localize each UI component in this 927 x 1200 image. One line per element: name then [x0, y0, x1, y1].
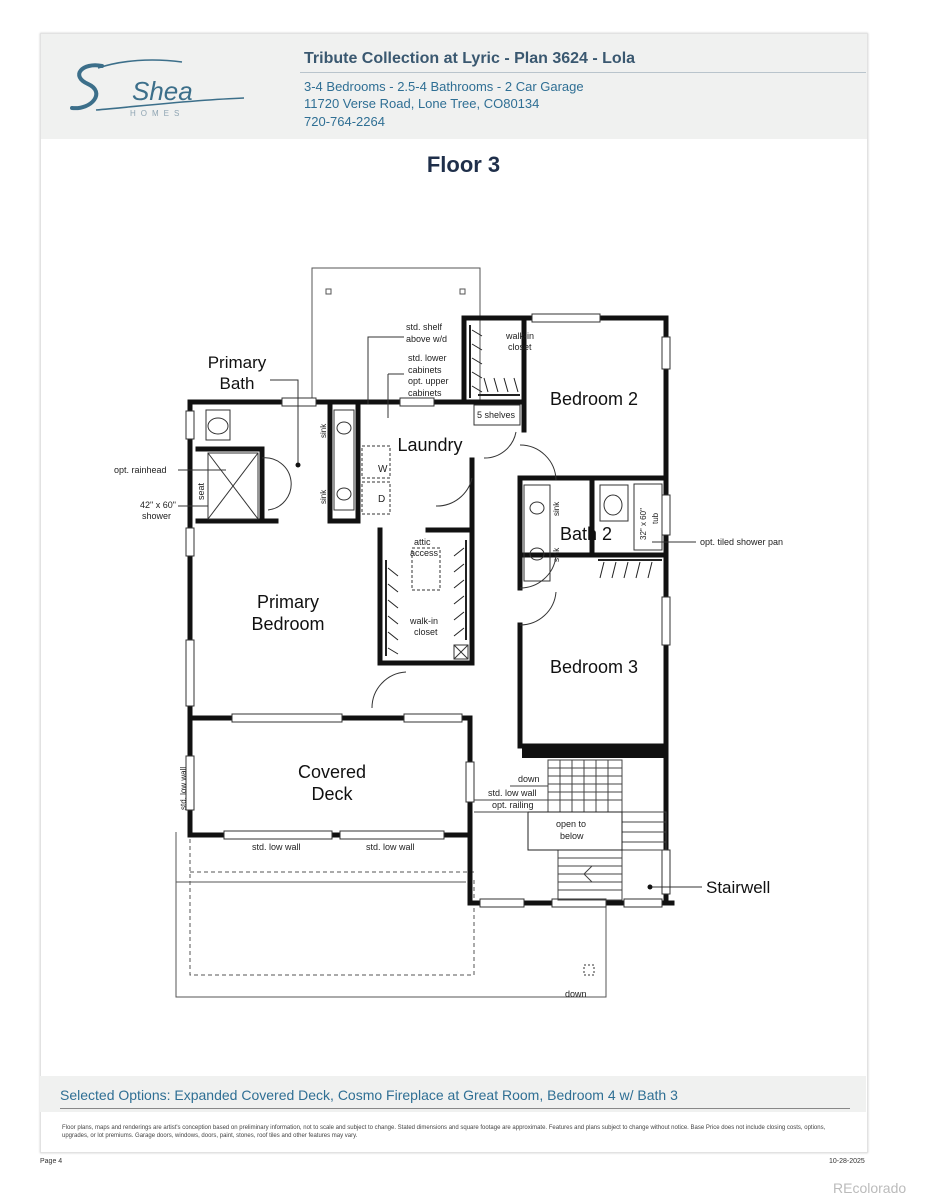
- stair-dot: [647, 884, 653, 890]
- attic-access-note-2: access: [410, 548, 439, 558]
- plan-title: Tribute Collection at Lyric - Plan 3624 …: [304, 50, 636, 67]
- covered-deck-label: Covered: [298, 762, 366, 782]
- walkin-closet-note: walk-in: [505, 331, 534, 341]
- opt-upper-note-2: cabinets: [408, 388, 442, 398]
- page-number: Page 4: [40, 1158, 63, 1165]
- sink-note-1: sink: [319, 423, 328, 438]
- laundry-label: Laundry: [397, 435, 462, 455]
- opt-railing-note: opt. railing: [492, 800, 534, 810]
- primary-bath-label-2: Bath: [220, 374, 255, 393]
- floor-title: Floor 3: [426, 152, 501, 177]
- header-band: [40, 33, 868, 139]
- thin-lines: [175, 267, 607, 998]
- sink-note-3: sink: [552, 501, 561, 516]
- logo-wordmark: Shea: [132, 76, 193, 106]
- bath2-label: Bath 2: [560, 524, 612, 544]
- closet-racks: [385, 325, 662, 656]
- std-lower-note-2: cabinets: [408, 365, 442, 375]
- shower-size-note: 42" x 60": [140, 500, 176, 510]
- primary-bath-label: Primary: [208, 353, 267, 372]
- seat-note: seat: [196, 482, 206, 500]
- five-shelves-note: 5 shelves: [477, 410, 516, 420]
- opt-rainhead-note: opt. rainhead: [114, 465, 167, 475]
- washer-label: W: [378, 464, 388, 475]
- shower-note: shower: [142, 511, 171, 521]
- open-below-note: open to: [556, 819, 586, 829]
- tub-note: tub: [651, 512, 660, 524]
- door-swings: [261, 431, 557, 709]
- closet-hangers: [387, 329, 653, 655]
- room-labels: Primary Bath Laundry Bedroom 2 Bath 2 Pr…: [208, 353, 771, 897]
- stairs: [474, 759, 667, 901]
- deck-side-low-wall-note: std. low wall: [179, 767, 188, 810]
- plan-phone: 720-764-2264: [304, 114, 385, 129]
- footer-divider: [60, 1108, 850, 1109]
- dryer-label: D: [378, 494, 385, 505]
- primary-bedroom-label-2: Bedroom: [251, 614, 324, 634]
- stair-down-note: down: [518, 774, 540, 784]
- document-sheet: [40, 33, 868, 1153]
- stairwell-label: Stairwell: [706, 878, 770, 897]
- walkin-closet-2-note-2: closet: [414, 627, 438, 637]
- annotations: std. shelf above w/d std. lower cabinets…: [114, 322, 783, 999]
- stair-low-wall-note: std. low wall: [488, 788, 537, 798]
- watermark: REcolorado: [833, 1180, 907, 1196]
- opt-tiled-shower-note: opt. tiled shower pan: [700, 537, 783, 547]
- sink-note-2: sink: [319, 489, 328, 504]
- disclaimer: Floor plans, maps and renderings are art…: [62, 1125, 826, 1139]
- tub-size-note: 32" x 60": [639, 508, 648, 540]
- walkin-closet-note-2: closet: [508, 342, 532, 352]
- std-shelf-note: std. shelf: [406, 322, 443, 332]
- selected-options: Selected Options: Expanded Covered Deck,…: [60, 1087, 678, 1103]
- header-divider: [300, 72, 866, 73]
- std-lower-note: std. lower: [408, 353, 447, 363]
- primary-bedroom-label: Primary: [257, 592, 319, 612]
- bedroom3-label: Bedroom 3: [550, 657, 638, 677]
- plan-address: 11720 Verse Road, Lone Tree, CO80134: [304, 96, 540, 111]
- bath-dot: [295, 462, 301, 468]
- open-below-note-2: below: [560, 831, 584, 841]
- std-shelf-note-2: above w/d: [406, 334, 447, 344]
- logo-subtext: HOMES: [130, 109, 184, 118]
- bedroom3-wall-cap: [522, 744, 668, 758]
- deck-down-note: down: [565, 989, 587, 999]
- plan-specs: 3-4 Bedrooms - 2.5-4 Bathrooms - 2 Car G…: [304, 79, 584, 94]
- bedroom2-label: Bedroom 2: [550, 389, 638, 409]
- walkin-closet-2-note: walk-in: [409, 616, 438, 626]
- leader-lines: [178, 336, 702, 976]
- std-low-wall-note-1: std. low wall: [252, 842, 301, 852]
- footer-band: [40, 1076, 866, 1112]
- std-low-wall-note-2: std. low wall: [366, 842, 415, 852]
- covered-deck-label-2: Deck: [311, 784, 353, 804]
- windows: [185, 313, 671, 908]
- sink-note-4: sink: [552, 547, 561, 562]
- shea-homes-logo: Shea HOMES: [70, 59, 245, 118]
- document-date: 10-28-2025: [829, 1158, 865, 1165]
- attic-access-note: attic: [414, 537, 431, 547]
- fixtures: [205, 404, 663, 660]
- opt-upper-note: opt. upper: [408, 376, 449, 386]
